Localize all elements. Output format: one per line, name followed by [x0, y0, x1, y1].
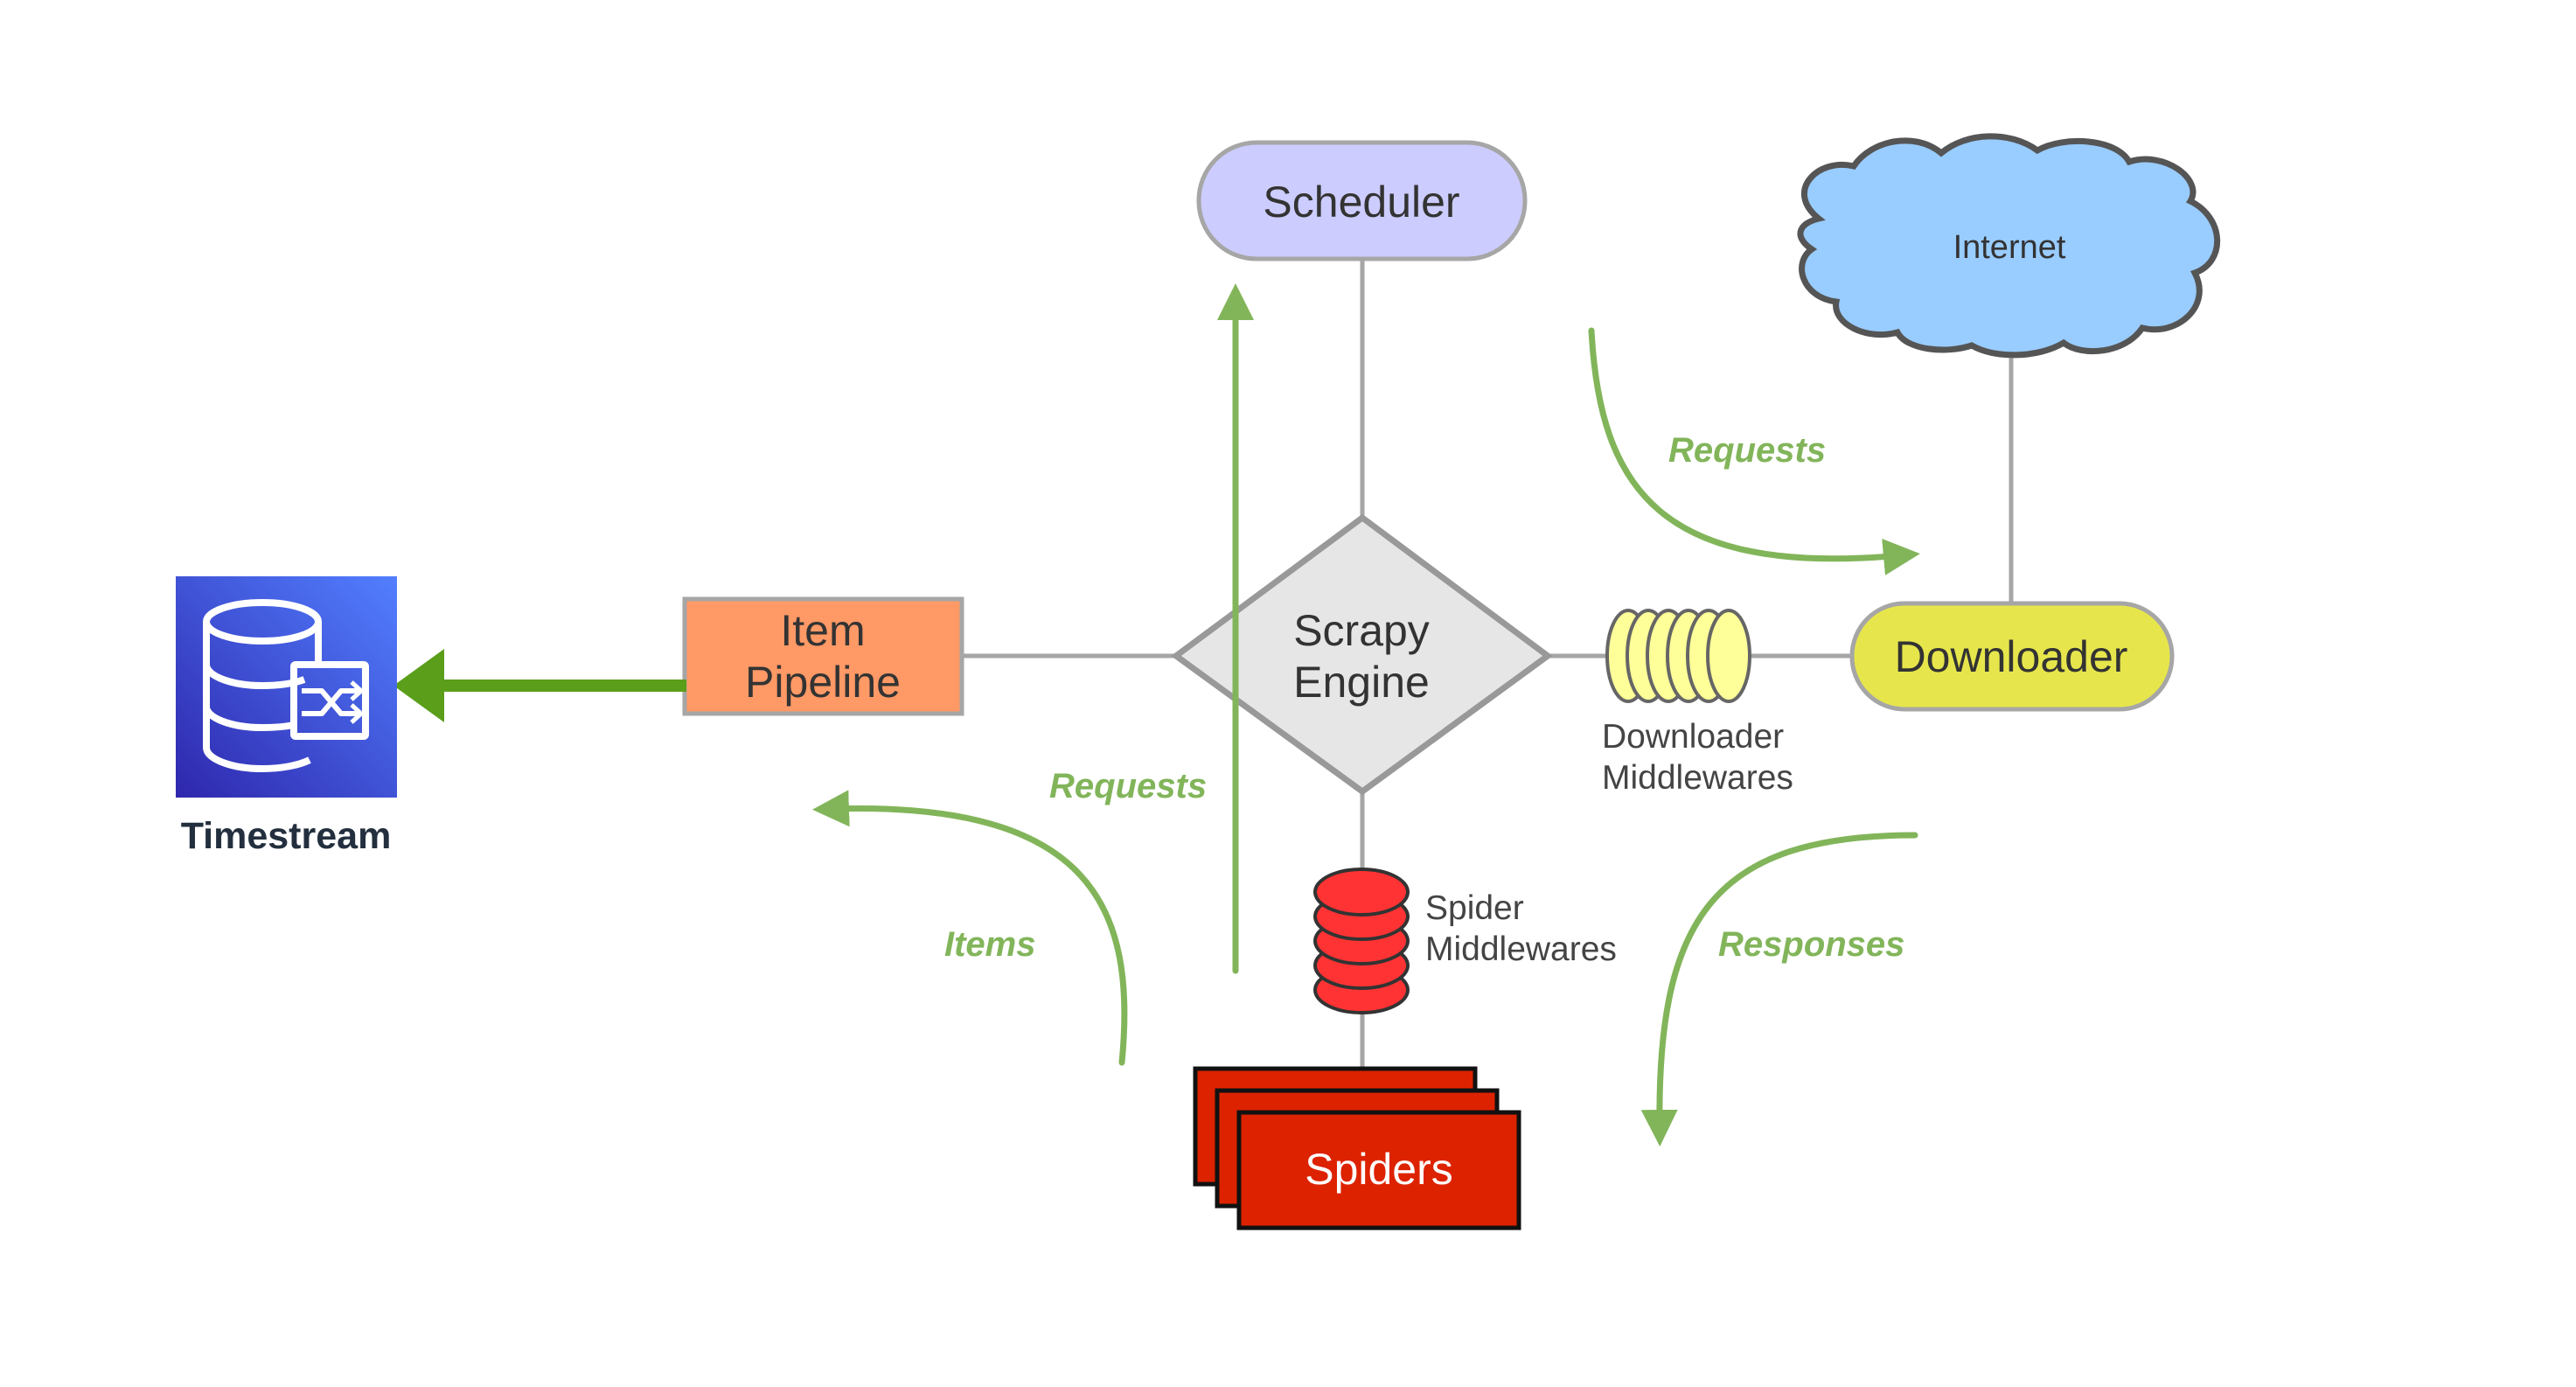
downloader-mw-label-line2: Middlewares [1602, 759, 1793, 797]
scrapy-engine-node: Scrapy Engine [1171, 513, 1553, 796]
responses-down-arrow [1640, 832, 1918, 1147]
pipeline-to-timestream-arrow [393, 649, 686, 722]
spiders-label: Spiders [1305, 1145, 1453, 1194]
flow-arrows [812, 283, 1920, 1147]
scheduler-node: Scheduler [1196, 140, 1528, 261]
internet-cloud-shape [1797, 133, 2221, 359]
downloader-node: Downloader [1849, 601, 2175, 712]
flow-label-responses: Responses [1718, 925, 1904, 964]
downloader-mw-label-line1: Downloader [1602, 718, 1784, 756]
downloader-mw-coin [1706, 609, 1751, 703]
spider-mw-label-line2: Middlewares [1425, 930, 1617, 968]
item-pipeline-node: Item Pipeline [682, 596, 964, 716]
flow-label-requests-top: Requests [1668, 431, 1826, 470]
flow-label-items: Items [944, 925, 1036, 964]
timestream-node: Timestream [176, 576, 397, 857]
item-pipeline-label-line2: Pipeline [745, 658, 901, 707]
scheduler-label: Scheduler [1263, 178, 1459, 227]
engine-label-line2: Engine [1293, 658, 1430, 707]
internet-label: Internet [1953, 229, 2066, 266]
timestream-database-icon [203, 599, 369, 772]
items-to-pipeline-arrow [812, 790, 1128, 1066]
engine-label-line1: Scrapy [1293, 606, 1430, 655]
item-pipeline-label-line1: Item [780, 606, 865, 655]
timestream-label: Timestream [181, 815, 392, 857]
downloader-middlewares-node [1605, 609, 1751, 703]
requests-to-downloader-arrow [1588, 327, 1920, 575]
internet-node: Internet [1797, 133, 2221, 359]
spider-mw-disk [1313, 868, 1410, 917]
downloader-label: Downloader [1895, 632, 2128, 681]
spider-middlewares-node [1313, 868, 1410, 1014]
spider-card [1236, 1110, 1521, 1230]
spiders-node: Spiders [1193, 1066, 1521, 1230]
spider-mw-label-line1: Spider [1425, 889, 1524, 927]
flow-label-requests-left: Requests [1049, 767, 1207, 805]
